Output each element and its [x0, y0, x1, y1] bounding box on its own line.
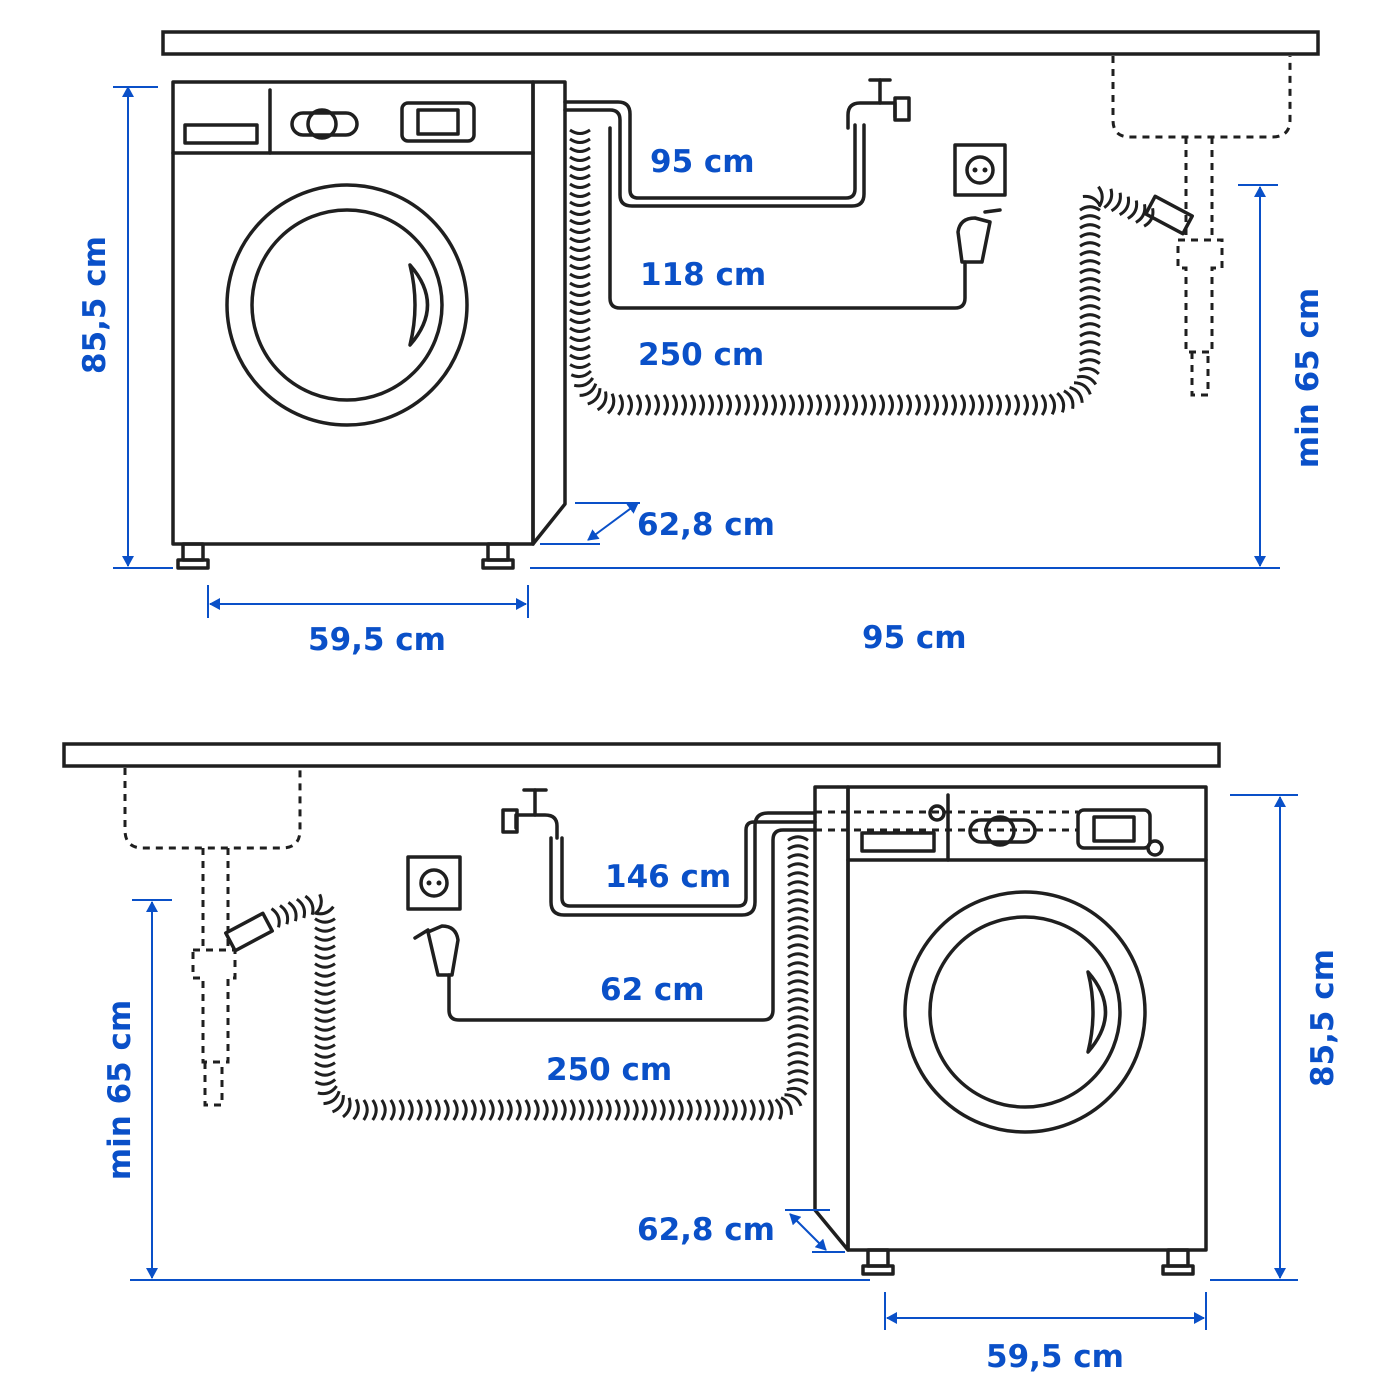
top-drain-height-label: min 65 cm	[1290, 288, 1326, 468]
washing-machine-icon	[813, 785, 1208, 1276]
wall-socket-icon	[953, 143, 1007, 197]
inlet-hose	[549, 811, 817, 917]
top-spacing-label: 95 cm	[862, 620, 967, 656]
wall-socket-icon	[406, 855, 462, 911]
drain-hose-coil	[270, 835, 809, 1121]
countertop	[161, 30, 1320, 56]
top-height-label: 85,5 cm	[77, 236, 113, 374]
plug-icon	[956, 208, 1002, 264]
washing-machine-icon	[171, 80, 567, 570]
drain-hose-coil	[569, 128, 1155, 416]
bottom-drain-height-label: min 65 cm	[102, 1000, 138, 1180]
top-inlet-hose-label: 95 cm	[650, 144, 755, 180]
top-width-label: 59,5 cm	[308, 622, 446, 658]
countertop	[62, 742, 1221, 768]
bottom-height-label: 85,5 cm	[1305, 949, 1341, 1087]
sink-icon	[1111, 56, 1292, 397]
water-tap-icon	[501, 788, 559, 840]
top-power-cord-label: 118 cm	[640, 257, 766, 293]
bottom-depth-label: 62,8 cm	[637, 1212, 775, 1248]
top-layout: 95 cm 118 cm 250 cm 62,8 cm 59,5 cm 95 c…	[77, 30, 1326, 658]
top-depth-label: 62,8 cm	[637, 507, 775, 543]
bottom-width-label: 59,5 cm	[986, 1339, 1124, 1375]
drain-hose-icon	[224, 835, 809, 1121]
bottom-drain-hose-label: 250 cm	[546, 1052, 672, 1088]
drain-hose-icon	[569, 128, 1194, 416]
power-cord	[608, 126, 967, 310]
plug-icon	[413, 924, 460, 977]
top-drain-hose-label: 250 cm	[638, 337, 764, 373]
bottom-layout: 146 cm 62 cm 250 cm 62,8 cm 59,5 cm min …	[62, 742, 1341, 1375]
inlet-hose	[563, 100, 857, 200]
water-tap-icon	[846, 78, 911, 130]
power-cord	[447, 828, 817, 1022]
bottom-inlet-hose-label: 146 cm	[605, 859, 731, 895]
bottom-power-cord-label: 62 cm	[600, 972, 705, 1008]
